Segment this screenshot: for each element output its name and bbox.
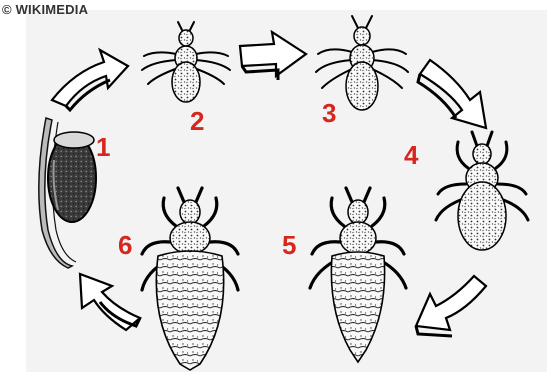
stage-label-1: 1	[96, 134, 110, 160]
stage-label-3: 3	[322, 100, 336, 126]
stage-label-6: 6	[118, 232, 132, 258]
stage-label-5: 5	[282, 232, 296, 258]
image-credit: © WIKIMEDIA	[2, 2, 88, 17]
stage-label-4: 4	[404, 142, 418, 168]
stage-label-2: 2	[190, 108, 204, 134]
